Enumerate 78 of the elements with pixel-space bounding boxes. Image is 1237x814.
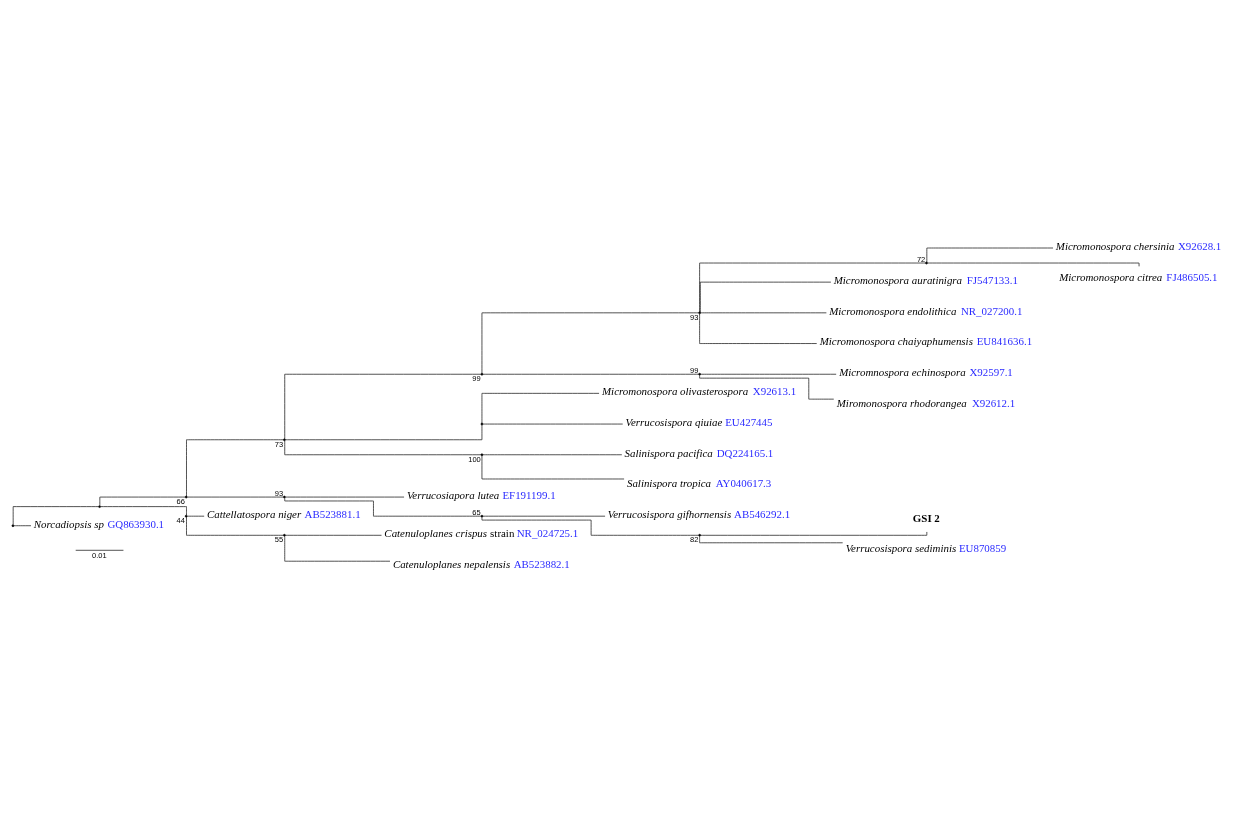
connector bbox=[926, 247, 1054, 263]
node-text: Verrucosiapora lutea EF191199.1 bbox=[406, 488, 556, 501]
connector bbox=[481, 517, 699, 536]
node-label: 99 bbox=[690, 366, 699, 376]
connector bbox=[700, 373, 837, 375]
node-text: Verrucosispora qiuiae EU427445 bbox=[625, 415, 773, 428]
connector bbox=[284, 373, 482, 440]
node-point bbox=[925, 261, 928, 265]
node-text: Micromonospora auratinigra FJ547133.1 bbox=[833, 274, 1018, 287]
connector bbox=[186, 496, 284, 498]
node-point bbox=[480, 453, 484, 457]
connector bbox=[12, 506, 99, 526]
node-text: Micromnospora echinospora X92597.1 bbox=[839, 366, 1013, 379]
connector bbox=[284, 536, 391, 562]
node-label: 73 bbox=[274, 439, 284, 449]
node-point bbox=[480, 514, 484, 518]
node-point bbox=[283, 533, 286, 537]
connector bbox=[99, 496, 186, 506]
connector bbox=[481, 312, 699, 374]
node-label: 93 bbox=[274, 488, 284, 498]
node-label: 100 bbox=[468, 454, 481, 464]
node-label: 82 bbox=[690, 535, 699, 545]
connector bbox=[699, 536, 843, 544]
connector bbox=[285, 496, 405, 498]
connector bbox=[186, 515, 205, 517]
node-text: Micromonospora citrea FJ486505.1 bbox=[1059, 270, 1218, 283]
node-text: Verrucosispora sediminis EU870859 bbox=[845, 542, 1007, 555]
connector bbox=[699, 281, 832, 313]
node-label: 99 bbox=[472, 374, 481, 384]
connector bbox=[927, 262, 1140, 267]
node-text: Catenuloplanes nepalensis AB523882.1 bbox=[392, 557, 570, 570]
node-text: Salinispora pacifica DQ224165.1 bbox=[624, 446, 774, 459]
node-point bbox=[283, 495, 286, 499]
node-point bbox=[698, 533, 701, 537]
node-text: GSI 2 bbox=[912, 511, 940, 524]
node-point bbox=[184, 495, 188, 499]
label: 0.01 bbox=[92, 551, 107, 561]
connector bbox=[186, 516, 284, 536]
connector bbox=[13, 525, 32, 527]
node-text: Norcadiopsis sp GQ863930.1 bbox=[33, 517, 165, 530]
connector bbox=[482, 373, 699, 375]
node-text: Salinispora tropica AY040617.3 bbox=[626, 477, 772, 490]
node-label: 55 bbox=[274, 535, 284, 545]
node-point bbox=[184, 514, 188, 518]
connector bbox=[699, 262, 926, 313]
connector bbox=[285, 534, 382, 536]
node-point bbox=[698, 372, 701, 376]
connector bbox=[481, 393, 600, 424]
node-text: Catenuloplanes crispus strain NR_024725.1 bbox=[384, 527, 579, 540]
connector bbox=[481, 455, 625, 480]
connector bbox=[700, 531, 928, 536]
node-text: Micromonospora olivasterospora X92613.1 bbox=[602, 385, 797, 398]
node-text: Micromonospora chersinia X92628.1 bbox=[1055, 239, 1222, 252]
node-text: Cattellatospora niger AB523881.1 bbox=[206, 508, 361, 521]
node-point bbox=[480, 422, 484, 426]
node-point bbox=[11, 524, 15, 528]
connector bbox=[284, 440, 482, 456]
node-label: 66 bbox=[176, 497, 185, 507]
connector bbox=[100, 506, 187, 516]
node-point bbox=[98, 505, 101, 508]
connector bbox=[699, 313, 818, 344]
node-text: Micromonospora endolithica NR_027200.1 bbox=[829, 304, 1023, 317]
node-label: 93 bbox=[690, 312, 699, 322]
connector bbox=[700, 312, 827, 314]
node-label: 65 bbox=[472, 507, 481, 517]
node-point bbox=[698, 311, 701, 315]
node-text: Micromonospora chaiyaphumensis EU841636.1 bbox=[819, 335, 1033, 348]
connector bbox=[186, 439, 284, 497]
node-text: Verrucosispora gifhornensis AB546292.1 bbox=[607, 508, 791, 521]
connector bbox=[699, 375, 835, 400]
connector bbox=[285, 424, 483, 441]
node-point bbox=[480, 372, 484, 376]
node-label: 72 bbox=[916, 254, 926, 264]
node-point bbox=[283, 438, 286, 442]
node-text: Miromonospora rhodorangea X92612.1 bbox=[836, 396, 1016, 409]
connector bbox=[482, 423, 624, 425]
node-label: 44 bbox=[176, 516, 185, 526]
connector bbox=[482, 454, 623, 456]
